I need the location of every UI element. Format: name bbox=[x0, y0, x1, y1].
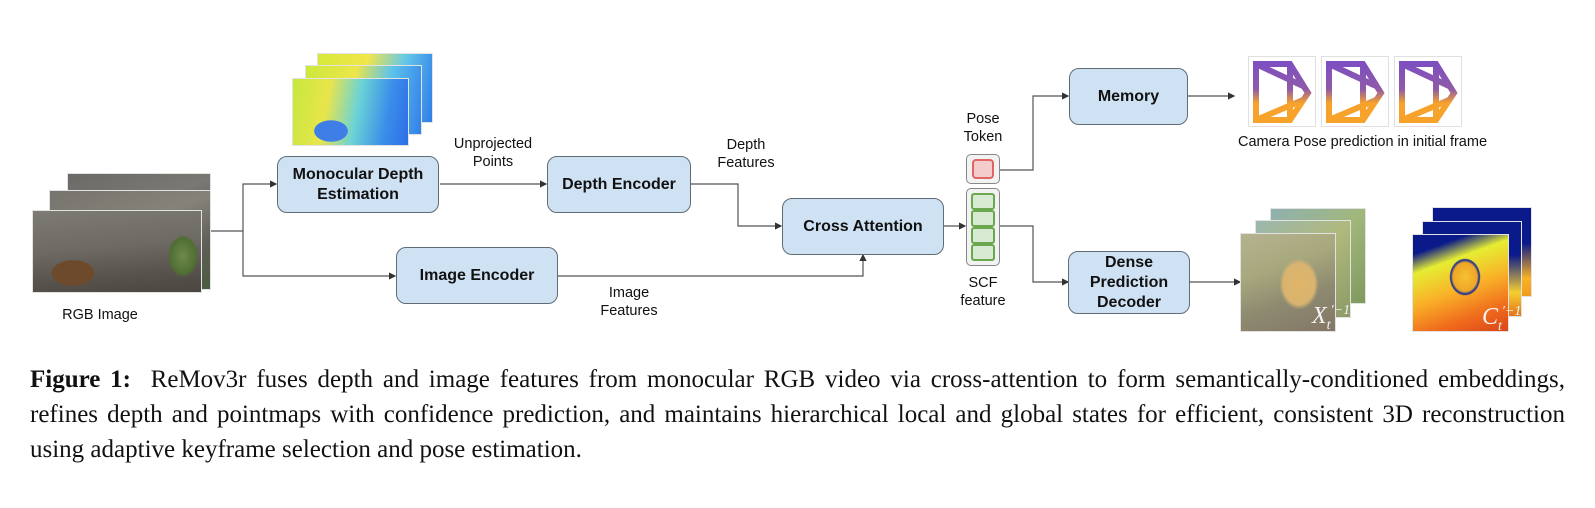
edge-rgb-to-mde bbox=[242, 180, 278, 231]
depth-frame-front bbox=[292, 78, 409, 146]
pose-token-container bbox=[966, 154, 1000, 184]
connector-lines bbox=[210, 92, 1242, 286]
confidence-symbol: Ct′−1 bbox=[1482, 304, 1522, 334]
pointmap-frame-front bbox=[1240, 233, 1336, 332]
image-features-label: Image Features bbox=[600, 285, 658, 319]
depth-features-label: Depth Features bbox=[717, 137, 775, 171]
confidence-frame-front bbox=[1412, 234, 1509, 332]
camera-frustum-icons bbox=[1248, 56, 1462, 127]
scf-feature-container bbox=[966, 188, 1000, 266]
pointmap-symbol: Xt′−1 bbox=[1312, 303, 1351, 333]
cross-attention-box: Cross Attention bbox=[782, 198, 944, 255]
caption-text: ReMov3r fuses depth and image features f… bbox=[30, 366, 1566, 463]
rgb-image-label: RGB Image bbox=[62, 307, 138, 323]
camera-frustum-icon-2 bbox=[1321, 56, 1389, 127]
pointmap-output-stack: Xt′−1 bbox=[1240, 208, 1366, 333]
unprojected-points-label: Unprojected Points bbox=[453, 136, 533, 170]
figure-label: Figure 1: bbox=[30, 366, 132, 393]
edge-pose-to-memory bbox=[1000, 92, 1070, 171]
pose-token-cell bbox=[972, 159, 994, 179]
edge-scf-to-decoder bbox=[1000, 225, 1070, 286]
camera-frustum-icon-3 bbox=[1394, 56, 1462, 127]
monocular-depth-estimation-box: Monocular Depth Estimation bbox=[277, 156, 439, 213]
scf-cell bbox=[971, 193, 995, 210]
depth-map-stack bbox=[287, 48, 433, 146]
rgb-frame-front bbox=[32, 210, 202, 293]
depth-encoder-box: Depth Encoder bbox=[547, 156, 691, 213]
scf-cell bbox=[971, 244, 995, 261]
memory-box: Memory bbox=[1069, 68, 1188, 125]
camera-frustum-icon-1 bbox=[1248, 56, 1316, 127]
edge-imgenc-to-crossattn bbox=[558, 253, 867, 277]
image-encoder-box: Image Encoder bbox=[396, 247, 558, 304]
edge-depthenc-to-crossattn bbox=[691, 183, 783, 230]
camera-pose-icons bbox=[1248, 56, 1463, 128]
figure-caption: Figure 1: ReMov3r fuses depth and image … bbox=[30, 362, 1565, 467]
edge-rgb-to-imgenc bbox=[242, 231, 397, 280]
camera-pose-label: Camera Pose prediction in initial frame bbox=[1237, 134, 1488, 150]
scf-cell bbox=[971, 210, 995, 227]
rgb-image-stack bbox=[29, 170, 211, 293]
confidence-output-stack: Ct′−1 bbox=[1412, 207, 1534, 334]
scf-cell bbox=[971, 227, 995, 244]
dense-prediction-decoder-box: Dense Prediction Decoder bbox=[1068, 251, 1190, 314]
pose-token-label: Pose Token bbox=[963, 111, 1003, 145]
scf-feature-label: SCF feature bbox=[960, 275, 1006, 309]
